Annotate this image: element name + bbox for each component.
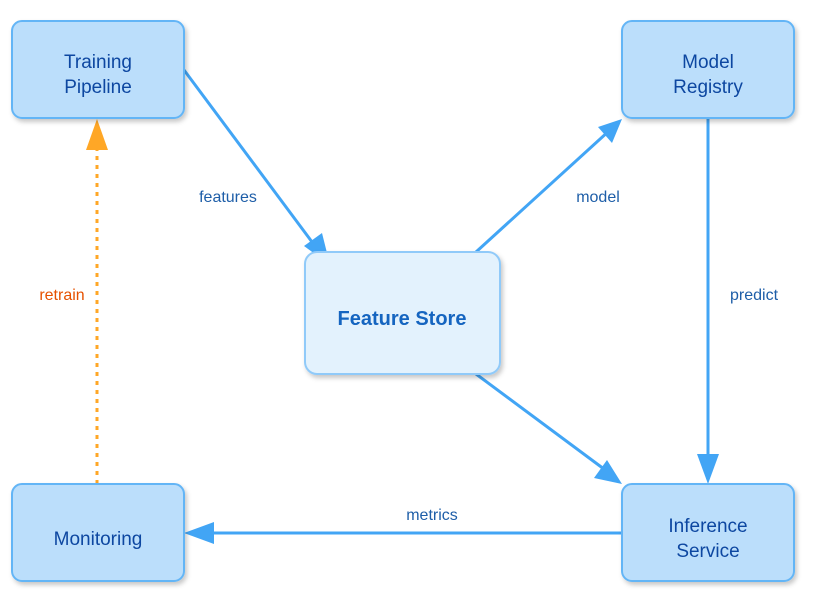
node-training-pipeline[interactable]: Training Pipeline (11, 20, 185, 119)
edge-label-retrain: retrain (39, 287, 84, 304)
edge-features (182, 69, 330, 265)
edge-store-to-inference (475, 372, 622, 484)
node-inference-service[interactable]: Inference Service (621, 483, 795, 582)
node-label: Inference (668, 516, 747, 537)
node-label: Service (676, 541, 739, 562)
edge-model (474, 119, 622, 254)
node-label: Model (682, 52, 734, 73)
node-label: Training (64, 52, 132, 73)
edge-label-model: model (576, 189, 620, 206)
edge-predict (697, 118, 719, 484)
edge-label-predict: predict (730, 287, 779, 304)
edge-label-metrics: metrics (406, 507, 458, 524)
node-monitoring[interactable]: Monitoring (11, 483, 185, 582)
node-label: Monitoring (54, 529, 143, 550)
edge-retrain (86, 119, 108, 484)
node-label: Pipeline (64, 77, 132, 98)
node-model-registry[interactable]: Model Registry (621, 20, 795, 119)
node-feature-store[interactable]: Feature Store (304, 251, 501, 375)
node-label: Registry (673, 77, 743, 98)
edge-metrics (184, 522, 622, 544)
edge-label-features: features (199, 189, 257, 206)
node-label: Feature Store (338, 308, 467, 330)
